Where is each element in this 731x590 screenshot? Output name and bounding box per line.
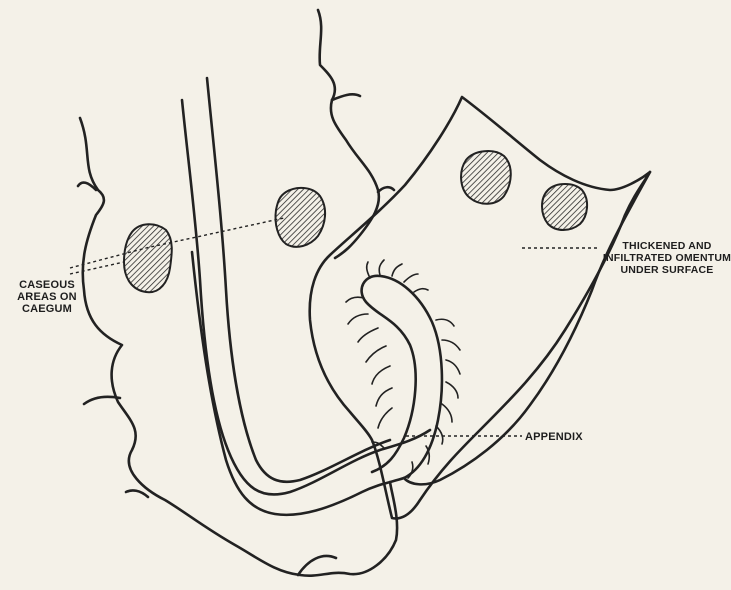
appendix-label: APPENDIX [525,431,583,443]
caseous-leader-upper [70,218,284,268]
colon-haustra-fold [378,187,394,192]
caseous-areas-label: CASEOUS AREAS ON CAEGUM [16,279,78,315]
caecum-haustra-fold [84,397,120,404]
caseous-leader-lower [70,262,124,274]
caseous-area-right [275,188,325,247]
caseous-label-line: CAEGUM [16,303,78,315]
omentum-label-line: UNDER SURFACE [602,264,731,276]
caecum-outline [80,118,397,576]
omentum-label: THICKENED AND INFILTRATED OMENTUM UNDER … [602,240,731,276]
omentum-infiltration-spot [542,184,587,230]
omentum-label-line: THICKENED AND [602,240,731,252]
ileum-outer-wall [207,78,390,482]
omentum-label-line: INFILTRATED OMENTUM [602,252,731,264]
caseous-label-line: AREAS ON [16,291,78,303]
caecum-haustra-fold [126,490,148,497]
caecum-haustra-fold [298,556,336,575]
caseous-label-line: CASEOUS [16,279,78,291]
colon-haustra-fold [332,94,360,100]
omentum-infiltration-spot [461,151,511,204]
caseous-area-left [124,224,172,292]
